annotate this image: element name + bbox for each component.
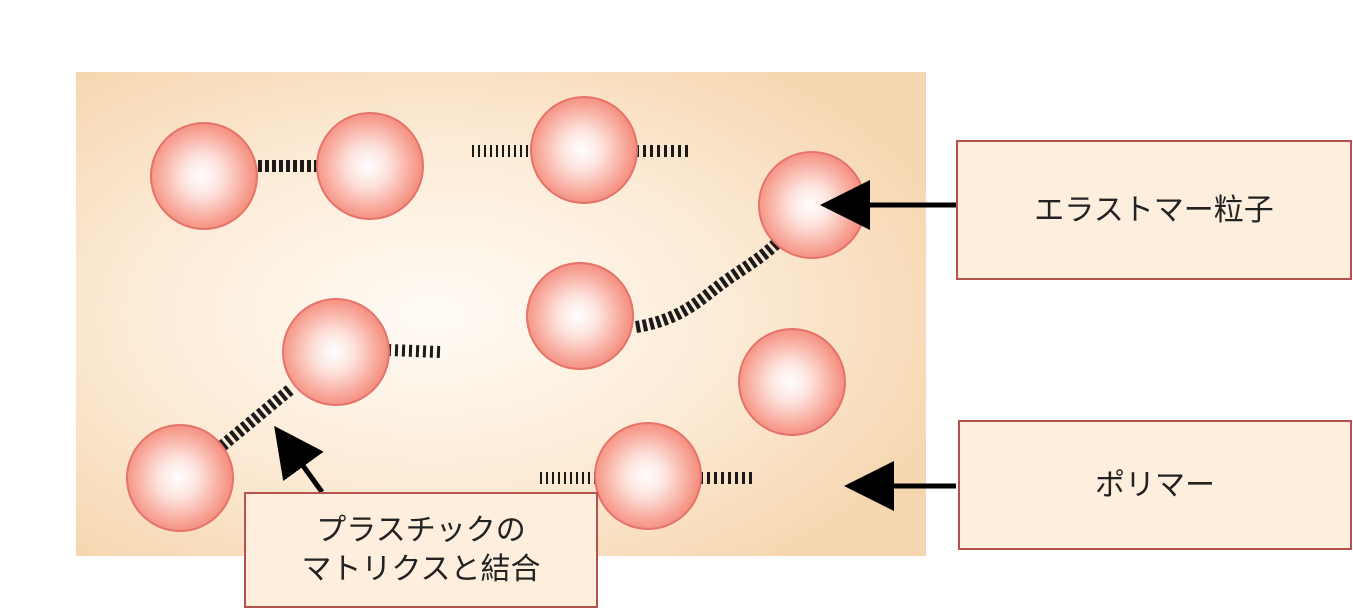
particle [126,424,234,532]
label-matrix-line1: プラスチックの [316,513,526,548]
label-polymer: ポリマー [958,420,1352,550]
particle [530,96,638,204]
particle [316,112,424,220]
label-matrix-line2: マトリクスと結合 [301,552,541,587]
chain-diagonal-left [218,383,296,451]
particle [282,298,390,406]
particle [150,122,258,230]
particle [738,328,846,436]
particle [594,422,702,530]
label-elastomer-particle: エラストマー粒子 [956,140,1352,280]
arrows [274,180,956,511]
polymer-chains [218,145,785,484]
label-polymer-text: ポリマー [1095,467,1215,503]
chain-mid-left [387,344,441,358]
arrow-matrix [274,425,325,494]
particles [126,96,866,532]
label-elastomer-text: エラストマー粒子 [1034,192,1274,228]
particle [526,262,634,370]
label-matrix-bond: プラスチックの マトリクスと結合 [244,492,598,608]
